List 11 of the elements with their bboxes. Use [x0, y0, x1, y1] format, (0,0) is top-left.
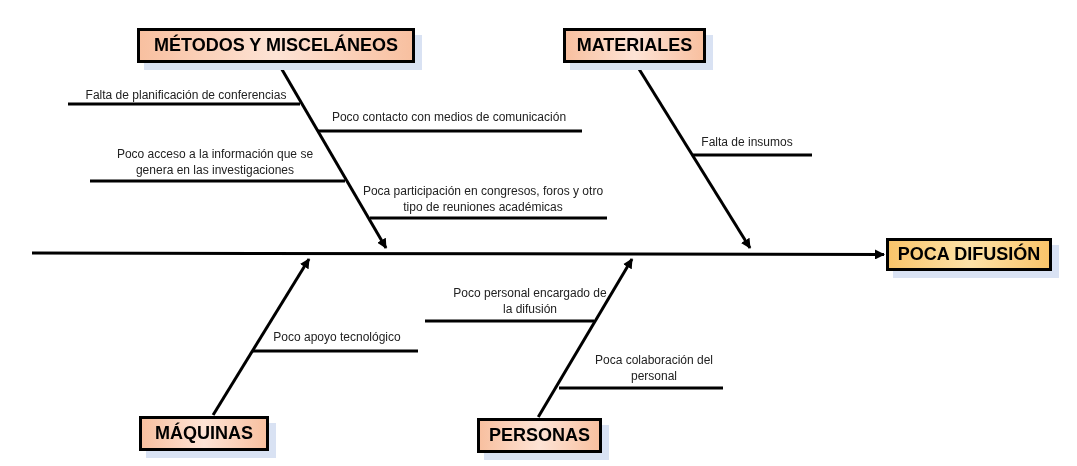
arrow [211, 258, 311, 416]
cause-label: Poca participación en congresos, foros y otro tipo de reuniones académicas [362, 183, 604, 215]
spine-arrow [32, 249, 885, 260]
cause-label: Falta de insumos [700, 134, 794, 150]
cause-label: Poca colaboración del personal [593, 352, 715, 384]
cause-label: Falta de planificación de conferencias [84, 87, 288, 103]
arrow [536, 258, 634, 418]
cause-label: Poco personal encargado de la difusión [452, 285, 608, 317]
cause-label: Poco acceso a la información que se genera en las investigaciones [115, 146, 315, 178]
cause-label: Poco apoyo tecnológico [272, 329, 402, 345]
cause-label: Poco contacto con medios de comunicación [330, 109, 568, 125]
